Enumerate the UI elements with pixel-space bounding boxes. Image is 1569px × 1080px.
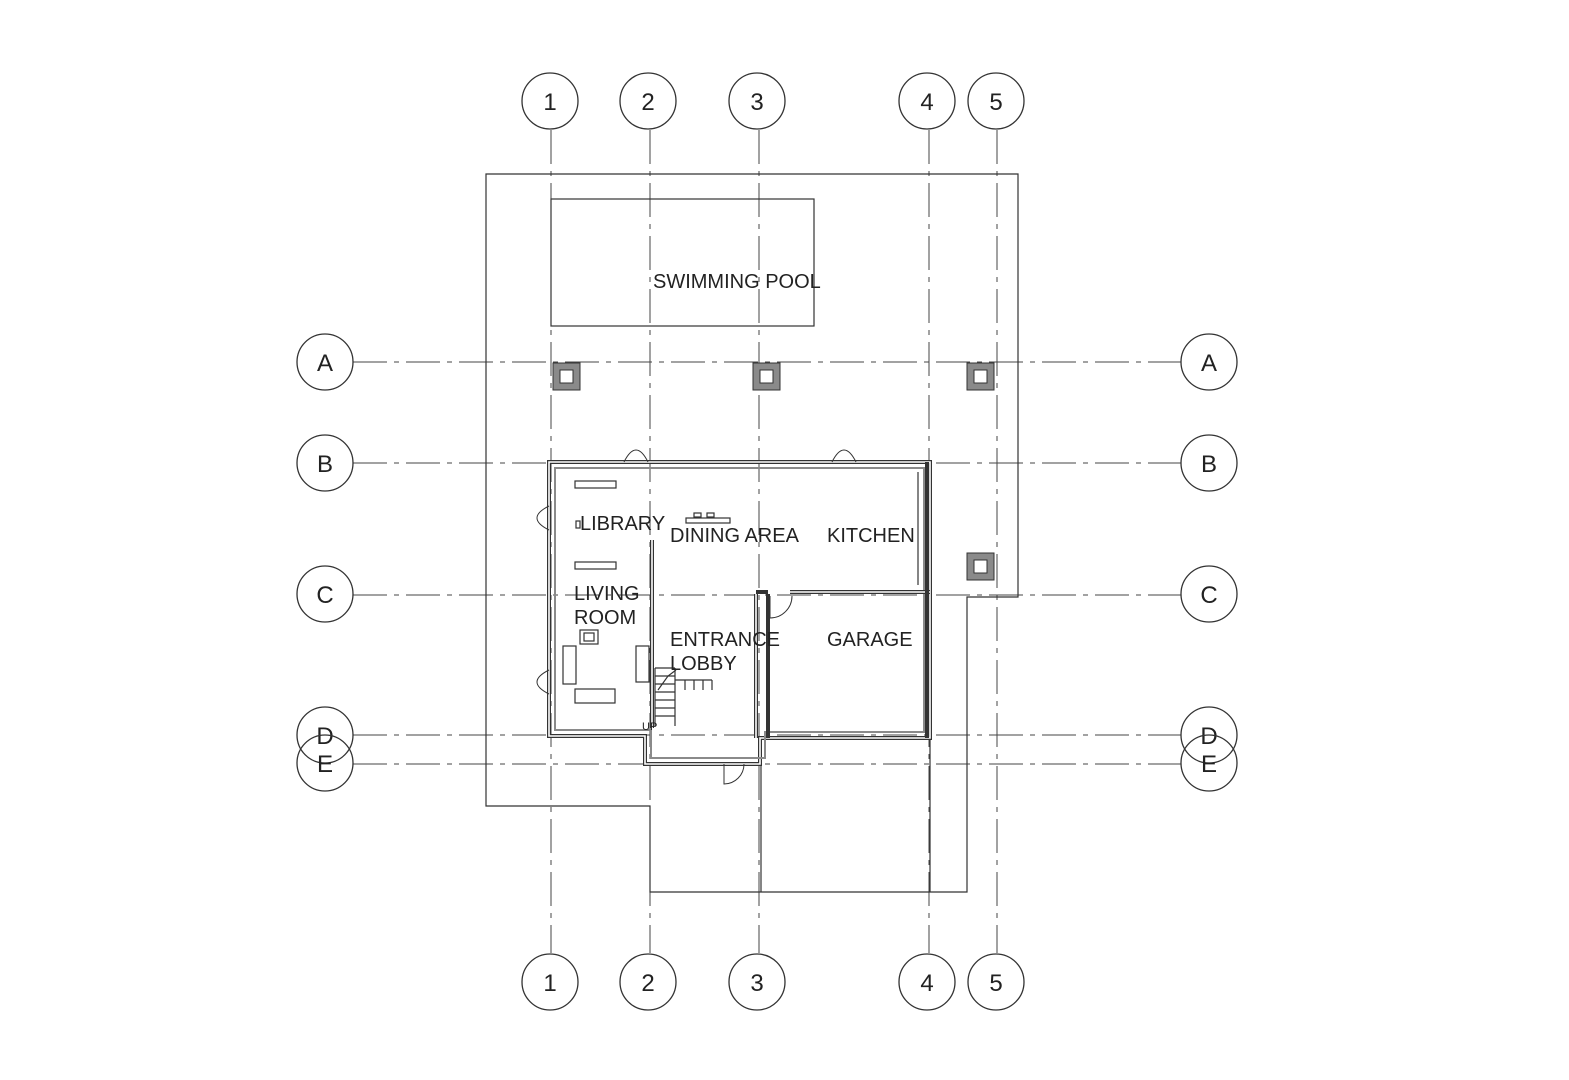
room-label-living-room-line2: ROOM	[574, 607, 636, 629]
armchair-inner	[583, 632, 595, 642]
grid-bubble-1-top: 1	[521, 72, 579, 130]
doors	[536, 449, 857, 785]
svg-text:2: 2	[641, 970, 654, 997]
door-swing	[623, 449, 649, 463]
door-swing	[536, 505, 550, 531]
tv-unit	[635, 645, 650, 683]
svg-text:C: C	[1200, 582, 1217, 609]
svg-text:2: 2	[641, 89, 654, 116]
grid-bubble-1-bottom: 1	[521, 953, 579, 1011]
grid-bubble-3-bottom: 3	[728, 953, 786, 1011]
room-label-entrance-line1: ENTRANCE	[670, 629, 780, 651]
grid-bubble-3-top: 3	[728, 72, 786, 130]
bookshelf	[574, 480, 617, 489]
svg-text:E: E	[317, 751, 333, 778]
room-label-living-room-line1: LIVING	[574, 583, 640, 605]
column	[973, 369, 988, 384]
room-label-dining-area: DINING AREA	[670, 525, 800, 547]
grid-bubble-a-right: A	[1180, 333, 1238, 391]
chair	[706, 512, 715, 518]
grid-bubble-4-top: 4	[898, 72, 956, 130]
door-swing	[723, 763, 745, 785]
column	[966, 552, 995, 581]
svg-text:B: B	[317, 451, 333, 478]
svg-text:B: B	[1201, 451, 1217, 478]
dining-table	[685, 517, 731, 524]
grid-bubble-e-right: E	[1180, 734, 1238, 792]
svg-text:D: D	[316, 723, 333, 750]
chair	[693, 512, 702, 518]
swimming-pool-outline	[550, 198, 815, 327]
svg-text:3: 3	[750, 89, 763, 116]
sofa	[562, 645, 577, 685]
door-swing	[536, 669, 550, 695]
room-label-kitchen: KITCHEN	[827, 525, 915, 547]
svg-text:1: 1	[543, 89, 556, 116]
grid-bubble-2-bottom: 2	[619, 953, 677, 1011]
stair-up-label: UP	[642, 721, 657, 733]
staircase	[654, 667, 713, 726]
grid-bubble-e-left: E	[296, 734, 354, 792]
svg-text:4: 4	[920, 89, 933, 116]
svg-text:C: C	[316, 582, 333, 609]
svg-text:A: A	[1201, 350, 1217, 377]
grid-bubble-4-bottom: 4	[898, 953, 956, 1011]
furniture	[562, 472, 919, 704]
grid-bubble-5-top: 5	[967, 72, 1025, 130]
grid-bubble-b-right: B	[1180, 434, 1238, 492]
bookshelf	[574, 561, 617, 570]
room-label-garage: GARAGE	[827, 629, 913, 651]
svg-text:5: 5	[989, 970, 1002, 997]
grid-bubble-5-bottom: 5	[967, 953, 1025, 1011]
svg-text:5: 5	[989, 89, 1002, 116]
column	[973, 559, 988, 574]
grid-bubble-c-left: C	[296, 565, 354, 623]
sofa	[574, 688, 616, 704]
svg-text:D: D	[1200, 723, 1217, 750]
grid-bubble-a-left: A	[296, 333, 354, 391]
svg-text:3: 3	[750, 970, 763, 997]
svg-text:E: E	[1201, 751, 1217, 778]
grid-bubble-2-top: 2	[619, 72, 677, 130]
structural-columns	[552, 362, 995, 581]
svg-text:4: 4	[920, 970, 933, 997]
building-walls	[547, 460, 932, 766]
grid-bubble-c-right: C	[1180, 565, 1238, 623]
door-swing	[831, 449, 857, 463]
small-fixture	[575, 520, 581, 529]
column	[759, 369, 774, 384]
svg-text:1: 1	[543, 970, 556, 997]
room-label-library: LIBRARY	[580, 513, 665, 535]
site-outline	[485, 173, 1019, 893]
svg-text:A: A	[317, 350, 333, 377]
grid-bubble-b-left: B	[296, 434, 354, 492]
room-label-swimming-pool: SWIMMING POOL	[653, 271, 821, 293]
door-swing	[769, 595, 793, 619]
column	[559, 369, 574, 384]
room-label-entrance-line2: LOBBY	[670, 653, 737, 675]
